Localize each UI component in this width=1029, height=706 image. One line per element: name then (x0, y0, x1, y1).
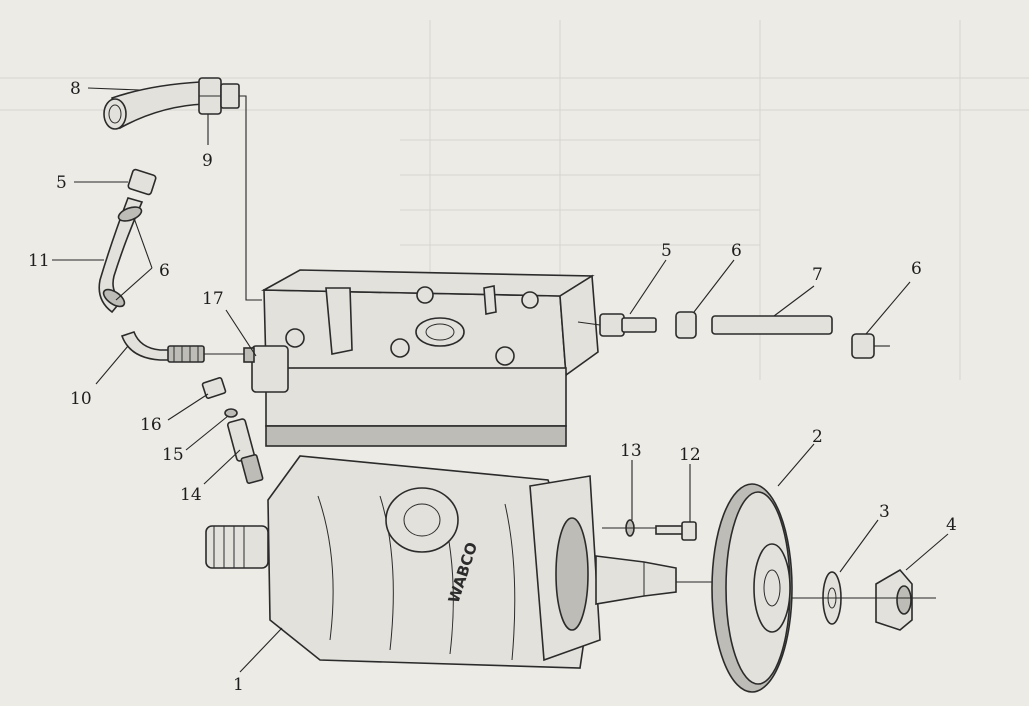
elbow-pipe-10 (120, 330, 205, 363)
compressor-crankcase-1 (205, 455, 601, 669)
hose-clamp-6-lower (102, 288, 126, 308)
seal-ring-15 (224, 408, 238, 418)
callout-14: 14 (180, 485, 202, 505)
callout-8: 8 (70, 79, 81, 99)
callout-11: 11 (28, 251, 50, 271)
background-table-ghost (0, 20, 1029, 380)
callout-5-left: 5 (56, 173, 67, 193)
plug-16 (201, 377, 227, 399)
fitting-5-left (127, 168, 157, 196)
callout-3: 3 (879, 502, 890, 522)
callout-12: 12 (679, 445, 701, 465)
callout-17: 17 (202, 289, 224, 309)
callout-4: 4 (946, 515, 957, 535)
callout-9: 9 (202, 151, 213, 171)
valve-body-14 (227, 418, 264, 484)
callout-labels: 1 2 3 4 5 5 6 6 6 7 8 9 10 11 12 13 14 1… (28, 79, 957, 695)
callout-6-right: 6 (911, 259, 922, 279)
callout-16: 16 (140, 415, 162, 435)
callout-6-mid: 6 (731, 241, 742, 261)
callout-2: 2 (812, 427, 823, 447)
clamp-6-right-a (675, 311, 697, 339)
callout-1: 1 (233, 675, 244, 695)
hose-fitting-9 (198, 77, 240, 115)
callout-6-left: 6 (159, 261, 170, 281)
right-axis-line-a (577, 321, 601, 326)
callout-15: 15 (162, 445, 184, 465)
nut-4 (875, 568, 913, 631)
inlet-fitting-17 (243, 345, 289, 393)
callout-7: 7 (812, 265, 823, 285)
fitting-5-right (599, 313, 657, 337)
tube-7 (711, 315, 833, 335)
callout-13: 13 (620, 441, 642, 461)
clamp-6-right-b (851, 333, 875, 359)
hose-clamp-6-upper (117, 206, 143, 222)
cylinder-head (261, 269, 599, 447)
hose-connection-line (239, 95, 262, 301)
leader-lines (52, 87, 949, 673)
air-hose-8 (103, 81, 205, 130)
callout-10: 10 (70, 389, 92, 409)
drive-gear-2 (711, 483, 793, 693)
crankshaft-end (595, 555, 712, 605)
bolt-12 (655, 521, 697, 541)
callout-5-right: 5 (661, 241, 672, 261)
